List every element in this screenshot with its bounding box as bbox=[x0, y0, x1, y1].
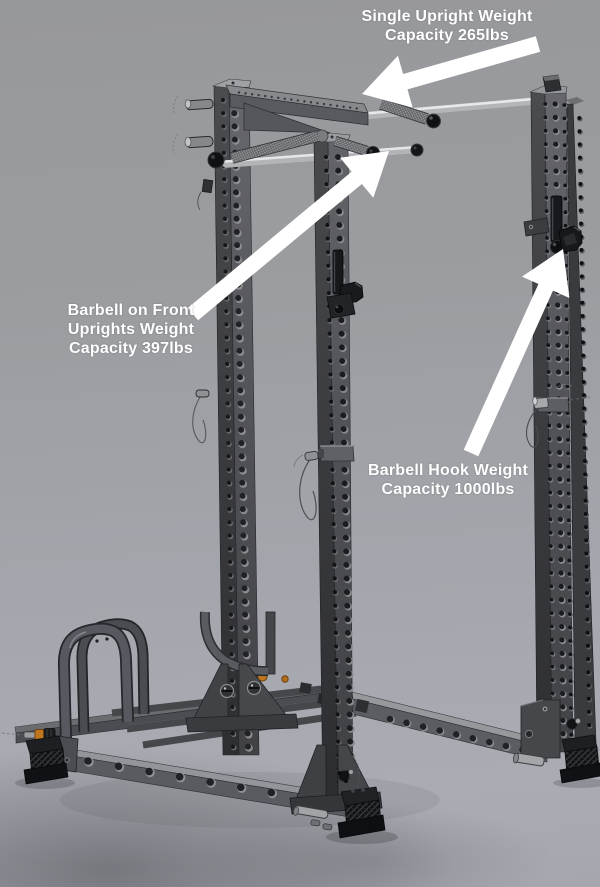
joint-pin-wire-right bbox=[525, 384, 591, 448]
hitch-pin-wire bbox=[192, 389, 210, 444]
label-barbell-hook-capacity: Barbell Hook Weight Capacity 1000lbs bbox=[368, 462, 528, 498]
base-knob bbox=[566, 718, 578, 730]
bar-end-cap bbox=[410, 143, 424, 157]
grip-end-cap bbox=[207, 151, 225, 169]
barbell-hook-right bbox=[523, 195, 583, 254]
base-gusset bbox=[520, 699, 561, 759]
rear-strap bbox=[265, 611, 276, 675]
rubber-foot-left bbox=[23, 735, 69, 785]
bar-holder-arch bbox=[57, 618, 150, 741]
top-crossmember bbox=[225, 84, 369, 134]
rubber-foot-center bbox=[337, 786, 386, 839]
gusset-web bbox=[243, 102, 331, 134]
corner-peg-assembly bbox=[1, 728, 56, 741]
label-barbell-front-uprights-capacity: Barbell on Front Uprights Weight Capacit… bbox=[67, 302, 195, 357]
orange-pin bbox=[34, 729, 45, 740]
front-middle-upright-base bbox=[289, 744, 386, 839]
front-middle-upright bbox=[289, 132, 386, 839]
rubber-foot-right bbox=[559, 734, 600, 784]
barbell-hook-middle bbox=[326, 249, 364, 319]
annotation-arrows bbox=[187, 36, 570, 457]
rear-left-upright bbox=[172, 78, 299, 756]
base-gussets bbox=[185, 663, 299, 733]
pullup-grip-right bbox=[379, 98, 441, 129]
joint-pin-wire-middle bbox=[293, 445, 355, 521]
label-single-upright-capacity: Single Upright Weight Capacity 265lbs bbox=[361, 8, 533, 44]
pullup-bar bbox=[347, 97, 540, 121]
grip-end-cap bbox=[426, 113, 441, 129]
clip bbox=[201, 179, 214, 194]
storage-pegs bbox=[172, 95, 214, 155]
base-right-beam bbox=[351, 691, 548, 763]
hook-knob bbox=[333, 303, 345, 315]
front-right-upright-base bbox=[513, 699, 600, 784]
arrow-barbell-hook bbox=[463, 249, 570, 457]
arrow-barbell-front-uprights bbox=[187, 151, 389, 321]
orange-pin bbox=[281, 675, 289, 683]
pullup-grips-front bbox=[207, 129, 424, 169]
arrow-single-upright bbox=[362, 36, 541, 108]
